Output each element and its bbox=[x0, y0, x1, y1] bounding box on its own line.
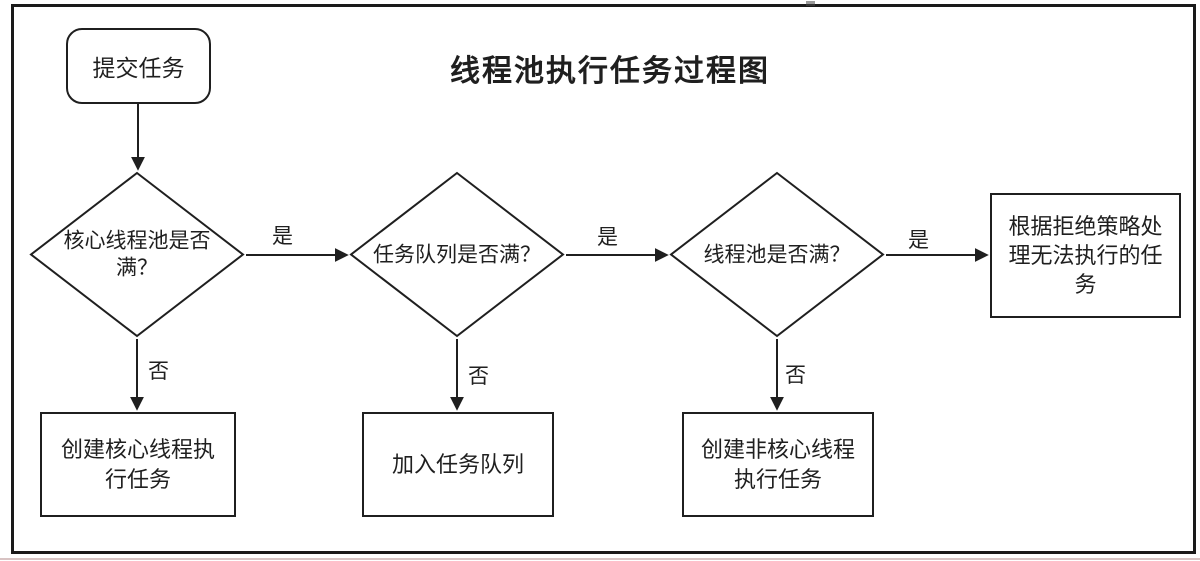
node-label-line: 执行任务 bbox=[733, 466, 822, 492]
outer-frame bbox=[11, 4, 1196, 554]
node-label-line: 线程池是否满？ bbox=[703, 241, 851, 266]
node-label-line: 提交任务 bbox=[92, 56, 185, 81]
decision-label: 线程池是否满？ bbox=[677, 241, 877, 268]
node-label-line: 务 bbox=[1074, 272, 1097, 298]
node-join-queue: 加入任务队列 bbox=[362, 412, 554, 517]
decision-diamond-shape bbox=[29, 171, 245, 338]
node-label-line: 理无法执行的任 bbox=[1008, 242, 1163, 268]
node-label-line: 满？ bbox=[116, 255, 158, 280]
node-label-line: 根据拒绝策略处 bbox=[1008, 213, 1163, 239]
edge-label-no-2: 否 bbox=[468, 364, 489, 388]
node-reject-policy: 根据拒绝策略处 理无法执行的任 务 bbox=[990, 193, 1181, 318]
node-label-line: 任务队列是否满？ bbox=[373, 241, 541, 266]
node-core-pool-full-decision: 核心线程池是否 满？ bbox=[29, 171, 245, 338]
node-label-line: 行任务 bbox=[104, 466, 171, 492]
decision-label: 任务队列是否满？ bbox=[357, 241, 557, 268]
node-create-core-thread: 创建核心线程执 行任务 bbox=[40, 412, 236, 517]
node-label-line: 创建核心线程执 bbox=[60, 437, 215, 463]
decision-label: 核心线程池是否 满？ bbox=[37, 227, 237, 282]
edge-label-no-1: 否 bbox=[148, 359, 169, 383]
node-label-line: 创建非核心线程 bbox=[700, 437, 855, 463]
node-submit-task: 提交任务 bbox=[66, 28, 211, 104]
edge-label-yes-2: 是 bbox=[597, 225, 618, 249]
edge-label-no-3: 否 bbox=[785, 363, 806, 387]
diagram-title: 线程池执行任务过程图 bbox=[450, 55, 770, 88]
node-create-noncore-thread: 创建非核心线程 执行任务 bbox=[682, 412, 874, 517]
decision-diamond-shape bbox=[669, 171, 885, 338]
decision-diamond-shape bbox=[349, 171, 565, 338]
top-border-smudge bbox=[806, 1, 815, 6]
node-label-line: 加入任务队列 bbox=[391, 451, 524, 477]
node-pool-full-decision: 线程池是否满？ bbox=[669, 171, 885, 338]
bottom-edge-line bbox=[0, 558, 1200, 560]
edge-label-yes-1: 是 bbox=[272, 224, 293, 248]
edge-label-yes-3: 是 bbox=[908, 228, 929, 252]
node-label-line: 核心线程池是否 bbox=[63, 228, 211, 253]
node-queue-full-decision: 任务队列是否满？ bbox=[349, 171, 565, 338]
